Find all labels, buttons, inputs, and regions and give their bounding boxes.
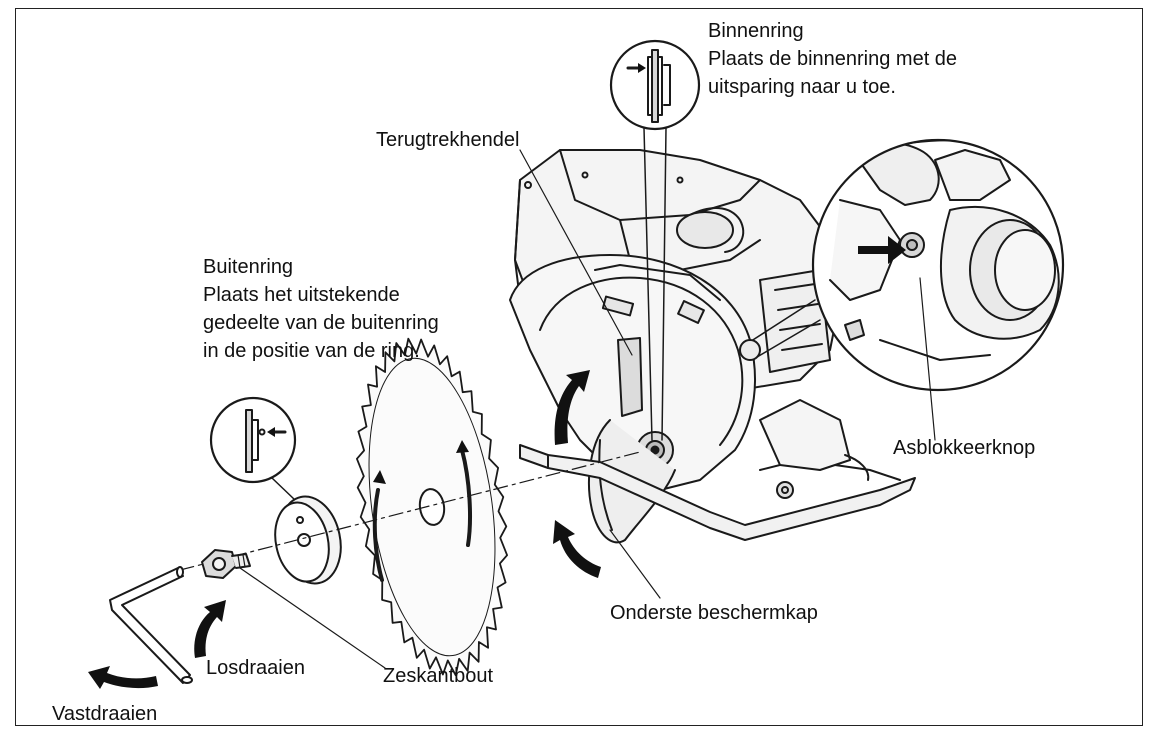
asblokkeerknop-label: Asblokkeerknop: [893, 437, 1036, 459]
blade-axis-line: [179, 451, 641, 571]
binnenring-title: Binnenring: [708, 20, 804, 42]
zeskantbout-label: Zeskantbout: [383, 665, 494, 687]
binnenring-instruction-line2: uitsparing naar u toe.: [708, 76, 896, 98]
buitenring-title: Buitenring: [203, 256, 294, 278]
leader-lines: [239, 149, 936, 669]
terugtrekhendel-label: Terugtrekhendel: [376, 129, 520, 151]
saw-body: [509, 149, 916, 544]
binnenring-instruction-line1: Plaats de binnenring met de: [708, 48, 958, 70]
buitenring-instruction-line2: gedeelte van de buitenring: [203, 312, 439, 334]
buitenring-instruction-line1: Plaats het uitstekende: [203, 284, 400, 306]
onderste-beschermkap-label: Onderste beschermkap: [610, 602, 818, 624]
outer-ring-callout: [209, 396, 297, 501]
losdraaien-label: Losdraaien: [206, 657, 305, 679]
rotation-arrows: [88, 370, 601, 689]
outer-ring: [274, 495, 342, 585]
vastdraaien-label: Vastdraaien: [52, 703, 158, 725]
hex-key: [109, 566, 193, 684]
hex-bolt: [201, 549, 251, 579]
buitenring-instruction-line3: in de positie van de ring.: [203, 340, 420, 362]
inner-ring-callout: [609, 39, 701, 441]
shaft-lock-callout: [739, 138, 1065, 392]
saw-blade: [356, 337, 508, 677]
